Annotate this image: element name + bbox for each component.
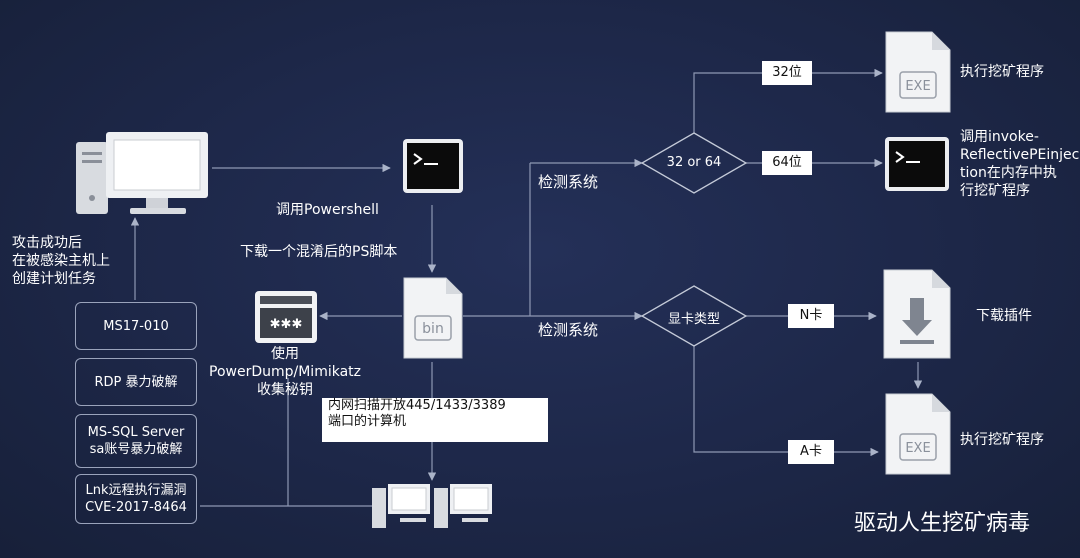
ms17-010-box: MS17-010 xyxy=(75,302,197,350)
terminal-icon-64bit xyxy=(885,137,949,191)
label-64bit: 64位 xyxy=(762,151,812,175)
network-computers-icon xyxy=(372,484,492,528)
svg-text:EXE: EXE xyxy=(905,441,930,456)
intranet-scan-box: 内网扫描开放445/1433/3389 端口的计算机 xyxy=(322,398,548,442)
label-nvidia: N卡 xyxy=(788,304,834,328)
rdp-bruteforce-box: RDP 暴力破解 xyxy=(75,358,197,406)
svg-text:✱✱✱: ✱✱✱ xyxy=(270,317,303,332)
powerdump-label: 使用 PowerDump/Mimikatz 收集秘钥 xyxy=(209,346,361,398)
download-plugin-label: 下载插件 xyxy=(976,308,1032,324)
bitness-decision-label: 32 or 64 xyxy=(666,155,722,170)
arrow-gpu-amd xyxy=(693,346,879,457)
detect-system-label-bottom: 检测系统 xyxy=(538,321,599,339)
bin-file-label: bin xyxy=(422,321,444,337)
powershell-terminal-icon xyxy=(403,139,463,193)
diagram-title: 驱动人生挖矿病毒 xyxy=(854,511,1031,536)
arrow-bitness-32 xyxy=(693,68,883,133)
exe-file-icon-32bit: EXE xyxy=(885,31,951,113)
download-icon xyxy=(883,269,951,359)
credential-tool-icon: ✱✱✱ xyxy=(255,291,317,343)
decision-bitness-diamond xyxy=(640,132,748,194)
bin-file-icon: bin xyxy=(403,277,463,359)
attack-success-note: 攻击成功后 在被感染主机上 创建计划任务 xyxy=(12,235,110,287)
detect-system-label-top: 检测系统 xyxy=(538,173,599,191)
reflective-pe-label: 调用invoke- ReflectivePEinjec tion在内存中执 行挖… xyxy=(960,129,1080,199)
run-miner-label-top: 执行挖矿程序 xyxy=(960,64,1044,80)
call-powershell-label: 调用Powershell xyxy=(276,202,379,218)
run-miner-label-bottom: 执行挖矿程序 xyxy=(960,432,1044,448)
label-32bit: 32位 xyxy=(762,61,812,85)
exe-file-icon-amd: EXE xyxy=(885,393,951,475)
svg-text:EXE: EXE xyxy=(905,79,930,94)
attacker-pc-icon xyxy=(76,132,208,214)
decision-gpu-diamond xyxy=(640,285,748,347)
gpu-decision-label: 显卡类型 xyxy=(667,312,720,327)
label-amd: A卡 xyxy=(788,440,834,464)
download-ps-script-label: 下载一个混淆后的PS脚本 xyxy=(240,244,398,260)
